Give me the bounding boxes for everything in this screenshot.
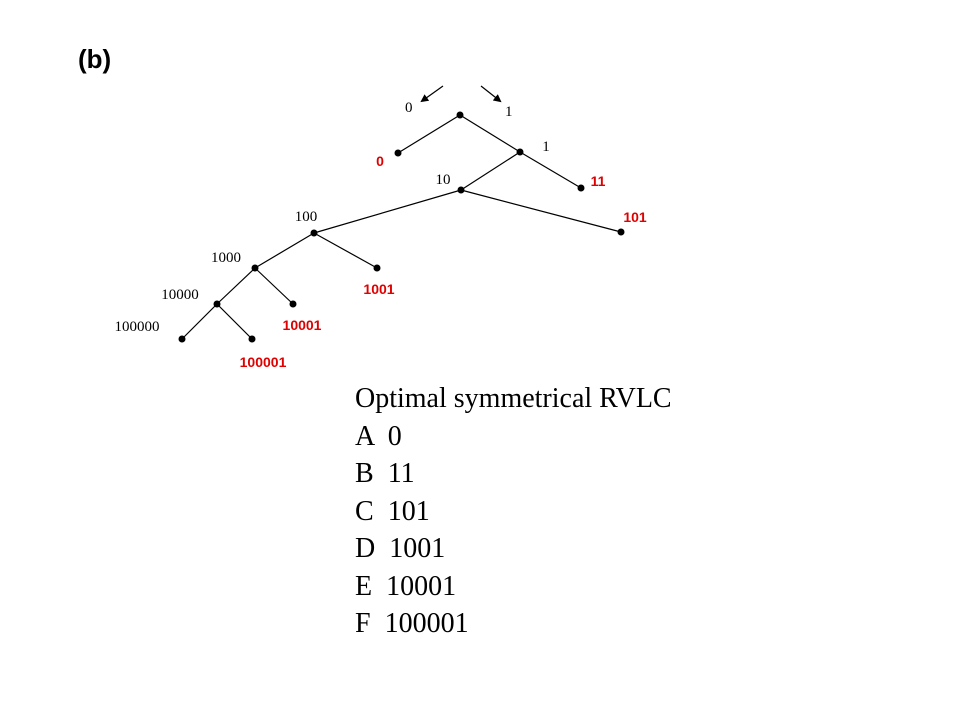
tree-labels: 0 1 0 1 10 11 100 101 1000 1001 10000 10001 100000… <box>115 100 647 370</box>
tree-node-n100 <box>310 229 318 237</box>
tree-edges <box>181 114 622 340</box>
code-entry-codeword: 0 <box>387 420 402 452</box>
tree-node-n10000 <box>213 300 221 308</box>
code-entry-symbol: A <box>355 420 374 452</box>
node-label-n100: 100 <box>295 209 318 225</box>
code-entry-symbol: F <box>355 608 371 639</box>
code-tree-diagram: 0 1 0 1 10 11 100 101 1000 1001 10000 10001 100000… <box>115 85 647 370</box>
tree-edge-root-n0 <box>397 114 461 154</box>
code-entry-a: A 0 <box>355 418 672 456</box>
codeword-label-n10001: 10001 <box>283 317 322 333</box>
tree-nodes <box>178 111 625 343</box>
codeword-label-n100001: 100001 <box>240 354 287 370</box>
code-entry-c: C 101 <box>355 493 672 531</box>
node-label-n1000: 1000 <box>211 250 241 266</box>
codeword-label-n0: 0 <box>376 153 384 169</box>
codeword-label-n1001: 1001 <box>363 281 394 297</box>
node-label-n10: 10 <box>436 172 451 188</box>
code-entry-codeword: 11 <box>387 458 415 489</box>
tree-edge-n1000-n10000 <box>216 267 256 305</box>
tree-edge-root-n1 <box>459 114 521 153</box>
codeword-label-n101: 101 <box>623 209 647 225</box>
tree-edge-n1-n10 <box>460 151 521 191</box>
code-entry-codeword: 101 <box>387 495 430 527</box>
tree-node-n100001 <box>248 335 256 343</box>
code-entry-codeword: 1001 <box>389 533 446 564</box>
tree-node-n1000 <box>251 264 259 272</box>
code-entry-codeword: 100001 <box>384 608 469 639</box>
tree-edge-n10-n100 <box>313 189 462 234</box>
branch-label-left: 0 <box>405 100 413 116</box>
codeword-label-n11: 11 <box>591 173 606 189</box>
code-entry-symbol: B <box>355 458 374 489</box>
tree-edge-n10-n101 <box>460 189 622 233</box>
tree-edge-n100-n1000 <box>254 232 315 269</box>
left-branch-arrow <box>420 85 444 103</box>
node-label-n10000: 10000 <box>161 287 199 303</box>
code-entry-d: D 1001 <box>355 530 672 568</box>
tree-node-n1001 <box>373 264 381 272</box>
code-entry-symbol: E <box>355 570 373 602</box>
tree-edge-n10000-n100000 <box>181 303 218 340</box>
tree-edge-n100-n1001 <box>313 232 378 269</box>
tree-node-n10001 <box>289 300 297 308</box>
slide-label: (b) <box>78 44 112 74</box>
tree-edge-n1-n11 <box>519 151 582 189</box>
code-entry-codeword: 10001 <box>386 570 457 602</box>
code-entry-symbol: C <box>355 495 374 527</box>
code-entry-b: B 11 <box>355 455 672 493</box>
code-entry-e: E 10001 <box>355 568 672 606</box>
tree-node-n1 <box>516 148 524 156</box>
tree-node-n101 <box>617 228 625 236</box>
node-label-n1: 1 <box>542 139 550 155</box>
tree-node-root <box>456 111 464 119</box>
tree-edge-n10000-n100001 <box>216 303 253 340</box>
node-label-n100000: 100000 <box>115 319 160 335</box>
tree-node-n0 <box>394 149 402 157</box>
code-entry-symbol: D <box>355 533 376 564</box>
code-table-title: Optimal symmetrical RVLC <box>355 383 672 414</box>
tree-edge-n1000-n10001 <box>254 267 294 305</box>
branch-arrows <box>420 85 502 103</box>
tree-node-n10 <box>457 186 465 194</box>
tree-node-n100000 <box>178 335 186 343</box>
branch-label-right: 1 <box>505 104 513 120</box>
tree-node-n11 <box>577 184 585 192</box>
right-branch-arrow <box>480 85 502 103</box>
code-entry-f: F 100001 <box>355 605 672 643</box>
